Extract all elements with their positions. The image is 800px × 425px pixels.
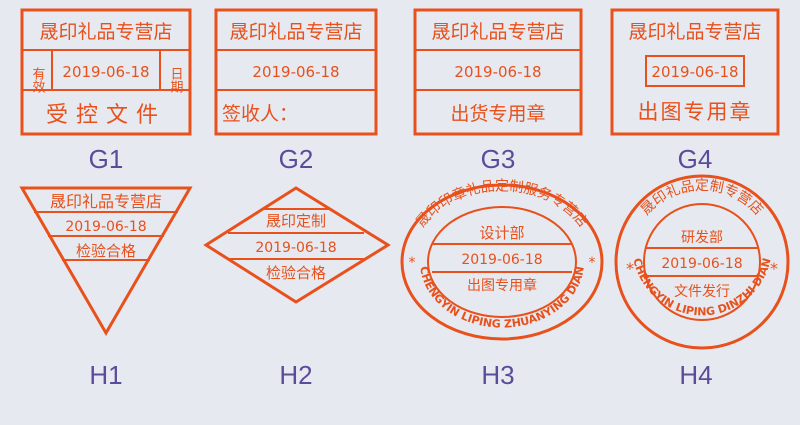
label-h1: H1 (89, 360, 123, 390)
h4-bottom-text: 文件发行 (674, 284, 730, 300)
h3-date: 2019-06-18 (461, 252, 542, 268)
h1-date: 2019-06-18 (65, 219, 146, 235)
h2-top-text: 晟印定制 (266, 212, 326, 230)
g3-bottom-text: 出货专用章 (450, 103, 545, 125)
label-g1: G1 (88, 144, 124, 174)
stamp-g3: 晟印礼品专营店 2019-06-18 出货专用章 (413, 8, 583, 136)
g4-shop-name: 晟印礼品专营店 (628, 21, 761, 43)
label-h3: H3 (481, 360, 515, 390)
label-g2: G2 (278, 144, 314, 174)
g4-bottom-text: 出图专用章 (638, 100, 753, 124)
h3-pinyin: CHENGYIN LIPING ZHUANYING DIAN (417, 265, 587, 330)
stamp-g4: 晟印礼品专营店 2019-06-18 出图专用章 (610, 8, 780, 136)
stamp-h4: 晟印礼品定制专营店 CHENGYIN LIPING DINZHI DIAN * … (614, 174, 790, 350)
stamp-h3: 晟印印章礼品定制服务专营店 CHENGYIN LIPING ZHUANYING … (400, 178, 604, 341)
h4-arc-text: 晟印礼品定制专营店 (638, 178, 766, 219)
g1-date: 2019-06-18 (62, 63, 149, 81)
h4-date: 2019-06-18 (661, 256, 742, 272)
label-h4: H4 (679, 360, 713, 390)
h3-star-right: * (589, 255, 596, 271)
h3-dept: 设计部 (479, 224, 524, 242)
g1-left-label: 有效 (30, 67, 46, 93)
label-g4: G4 (677, 144, 713, 174)
h2-bottom-text: 检验合格 (266, 264, 326, 282)
h2-date: 2019-06-18 (255, 240, 336, 256)
h1-bottom-text: 检验合格 (76, 242, 136, 260)
label-g3: G3 (480, 144, 516, 174)
g2-shop-name: 晟印礼品专营店 (229, 21, 362, 43)
g2-bottom-text: 签收人： (222, 103, 298, 125)
stamp-h1: 晟印礼品专营店 2019-06-18 检验合格 (19, 186, 193, 336)
h4-star-right: * (770, 259, 778, 278)
g1-right-label: 日期 (168, 67, 184, 94)
g3-shop-name: 晟印礼品专营店 (431, 21, 564, 43)
h4-star-left: * (626, 259, 634, 278)
h3-arc-text: 晟印印章礼品定制服务专营店 (413, 178, 590, 230)
h3-star-left: * (409, 255, 416, 271)
stamp-h2: 晟印定制 2019-06-18 检验合格 (203, 186, 391, 304)
h4-dept: 研发部 (681, 230, 723, 246)
g1-shop-name: 晟印礼品专营店 (39, 21, 172, 43)
g3-date: 2019-06-18 (454, 63, 541, 81)
label-h2: H2 (279, 360, 313, 390)
g1-bottom-text: 受控文件 (46, 103, 166, 128)
stamp-g1: 晟印礼品专营店 有效 2019-06-18 日期 受控文件 (20, 8, 192, 136)
h3-bottom-text: 出图专用章 (467, 277, 537, 294)
g4-date: 2019-06-18 (651, 63, 738, 81)
h1-shop-name: 晟印礼品专营店 (50, 192, 162, 211)
stamp-g2: 晟印礼品专营店 2019-06-18 签收人： (214, 8, 378, 136)
g2-date: 2019-06-18 (252, 63, 339, 81)
